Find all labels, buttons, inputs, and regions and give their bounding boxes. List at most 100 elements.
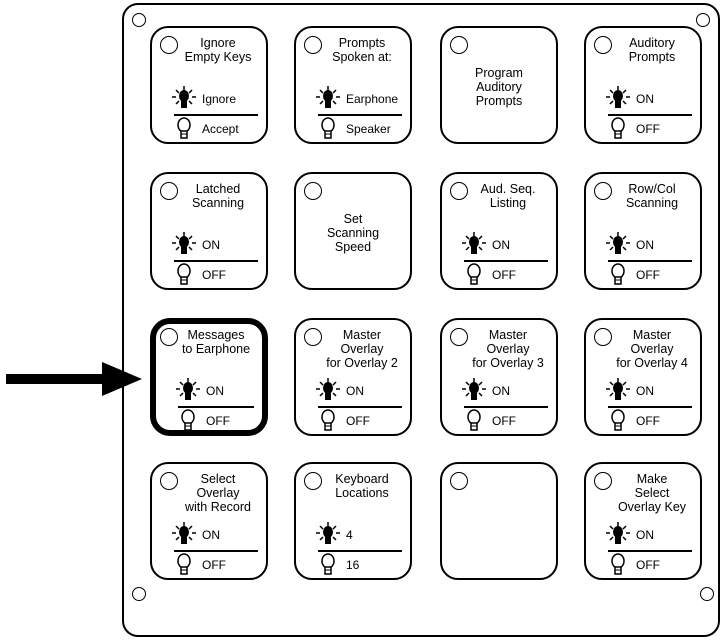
indicator-circle bbox=[304, 182, 322, 200]
option-off-label: OFF bbox=[346, 414, 370, 428]
option-divider bbox=[608, 114, 692, 116]
option-divider bbox=[318, 114, 402, 116]
option-off: Accept bbox=[172, 116, 264, 140]
option-divider bbox=[608, 406, 692, 408]
indicator-circle bbox=[594, 182, 612, 200]
option-on: Ignore bbox=[172, 86, 264, 110]
key-master-overlay-for-overlay-3[interactable]: Master Overlay for Overlay 3 ON OFF bbox=[440, 318, 558, 436]
option-off: 16 bbox=[316, 552, 408, 576]
option-on: ON bbox=[172, 232, 264, 256]
indicator-circle bbox=[304, 328, 322, 346]
option-divider bbox=[318, 550, 402, 552]
option-divider bbox=[608, 550, 692, 552]
option-off-label: OFF bbox=[202, 268, 226, 282]
indicator-circle bbox=[594, 36, 612, 54]
option-off-label: Accept bbox=[202, 122, 239, 136]
key-title: Make Select Overlay Key bbox=[617, 472, 687, 514]
indicator-circle bbox=[160, 472, 178, 490]
key-blank[interactable] bbox=[440, 462, 558, 580]
option-on-label: ON bbox=[492, 238, 510, 252]
key-master-overlay-for-overlay-2[interactable]: Master Overlay for Overlay 2 ON OFF bbox=[294, 318, 412, 436]
indicator-circle bbox=[160, 182, 178, 200]
key-title: Row/Col Scanning bbox=[625, 182, 679, 210]
indicator-circle bbox=[594, 328, 612, 346]
option-on: 4 bbox=[316, 522, 408, 546]
screw-top-left bbox=[132, 13, 146, 27]
indicator-circle bbox=[450, 36, 468, 54]
option-on-label: ON bbox=[346, 384, 364, 398]
option-off: OFF bbox=[176, 408, 260, 432]
option-on: ON bbox=[172, 522, 264, 546]
option-divider bbox=[464, 260, 548, 262]
key-keyboard-locations[interactable]: Keyboard Locations 4 16 bbox=[294, 462, 412, 580]
option-off-label: OFF bbox=[202, 558, 226, 572]
key-title: Master Overlay for Overlay 3 bbox=[472, 328, 544, 370]
option-off: OFF bbox=[606, 552, 698, 576]
indicator-circle bbox=[160, 328, 178, 346]
key-title: Program Auditory Prompts bbox=[475, 66, 523, 108]
option-off: OFF bbox=[606, 408, 698, 432]
key-title: Master Overlay for Overlay 2 bbox=[326, 328, 398, 370]
option-on-label: ON bbox=[202, 238, 220, 252]
option-off: OFF bbox=[462, 408, 554, 432]
option-off-label: OFF bbox=[492, 268, 516, 282]
key-title: Latched Scanning bbox=[191, 182, 245, 210]
option-on: ON bbox=[316, 378, 408, 402]
option-off: OFF bbox=[606, 262, 698, 286]
indicator-circle bbox=[450, 472, 468, 490]
option-divider bbox=[174, 114, 258, 116]
option-off: OFF bbox=[316, 408, 408, 432]
indicator-circle bbox=[304, 36, 322, 54]
option-on: ON bbox=[462, 378, 554, 402]
option-on-label: ON bbox=[636, 238, 654, 252]
option-divider bbox=[464, 406, 548, 408]
option-on: Earphone bbox=[316, 86, 408, 110]
screw-top-right bbox=[696, 13, 710, 27]
key-set-scanning-speed[interactable]: Set Scanning Speed bbox=[294, 172, 412, 290]
indicator-circle bbox=[450, 328, 468, 346]
option-on-label: ON bbox=[492, 384, 510, 398]
screw-bottom-left bbox=[132, 587, 146, 601]
option-off: OFF bbox=[172, 552, 264, 576]
key-title: Master Overlay for Overlay 4 bbox=[616, 328, 688, 370]
option-off-label: OFF bbox=[206, 414, 230, 428]
option-on: ON bbox=[606, 378, 698, 402]
option-divider bbox=[178, 406, 254, 408]
option-on-label: ON bbox=[202, 528, 220, 542]
key-title: Keyboard Locations bbox=[335, 472, 389, 500]
key-title: Prompts Spoken at: bbox=[332, 36, 392, 64]
option-off-label: OFF bbox=[636, 558, 660, 572]
key-title: Aud. Seq. Listing bbox=[480, 182, 536, 210]
key-master-overlay-for-overlay-4[interactable]: Master Overlay for Overlay 4 ON OFF bbox=[584, 318, 702, 436]
option-off-label: 16 bbox=[346, 558, 360, 572]
key-title: Set Scanning Speed bbox=[326, 212, 380, 254]
option-divider bbox=[174, 260, 258, 262]
key-program-auditory-prompts[interactable]: Program Auditory Prompts bbox=[440, 26, 558, 144]
option-off-label: OFF bbox=[636, 414, 660, 428]
option-on: ON bbox=[462, 232, 554, 256]
option-off: OFF bbox=[462, 262, 554, 286]
key-title: Auditory Prompts bbox=[628, 36, 676, 64]
option-off: Speaker bbox=[316, 116, 408, 140]
indicator-circle bbox=[450, 182, 468, 200]
screw-bottom-right bbox=[700, 587, 714, 601]
option-on-label: Ignore bbox=[202, 92, 237, 106]
option-on-label: Earphone bbox=[346, 92, 399, 106]
option-divider bbox=[608, 260, 692, 262]
option-on: ON bbox=[606, 232, 698, 256]
option-on-label: ON bbox=[636, 528, 654, 542]
option-on: ON bbox=[606, 522, 698, 546]
indicator-circle bbox=[304, 472, 322, 490]
option-off-label: OFF bbox=[636, 268, 660, 282]
option-divider bbox=[318, 406, 402, 408]
key-title: Ignore Empty Keys bbox=[184, 36, 252, 64]
